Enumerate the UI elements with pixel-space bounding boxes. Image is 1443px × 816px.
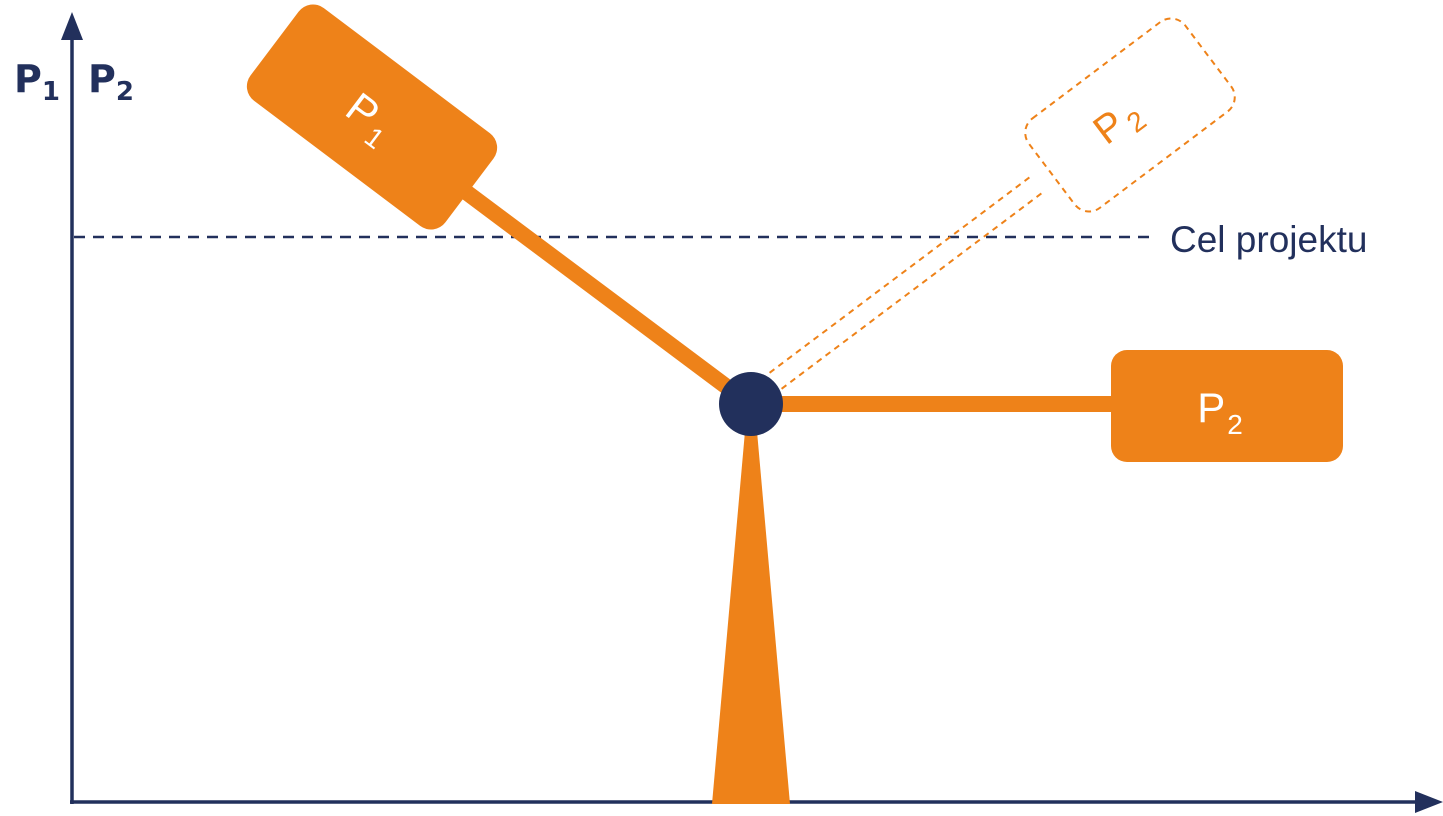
x-axis-arrow-icon <box>1415 791 1443 813</box>
target-line-label: Cel projektu <box>1170 219 1367 260</box>
arm-p1-rod <box>450 180 751 405</box>
arm-p2-raised-rod-lower <box>764 193 1042 402</box>
y-axis-label-right: P2 <box>88 57 134 107</box>
arm-p2-box <box>1111 350 1343 462</box>
pivot-icon <box>719 372 783 436</box>
arm-p1: P1 <box>240 0 751 405</box>
y-axis-label-left: P1 <box>14 57 60 107</box>
arm-p2-horizontal: P2 <box>751 350 1343 462</box>
arm-p2-raised-dashed <box>752 11 1242 402</box>
stand <box>712 420 790 804</box>
arm-p2-raised-rod-upper <box>752 177 1030 386</box>
arm-p2-raised-label: P2 <box>1085 90 1151 157</box>
y-axis-arrow-icon <box>61 12 83 40</box>
y-axis-label: P1 P2 <box>14 57 134 107</box>
